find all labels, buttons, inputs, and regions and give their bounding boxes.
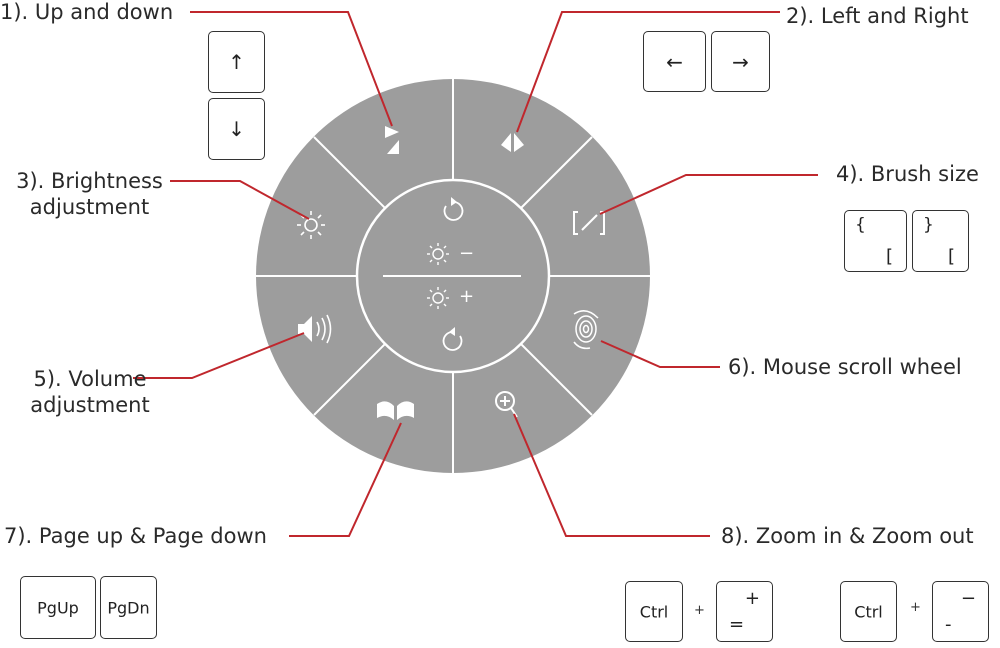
rotate-cw-icon[interactable] xyxy=(442,327,463,351)
brightness-increase-icon[interactable] xyxy=(427,287,449,309)
key-pgdn: PgDn xyxy=(100,576,157,639)
key-minus-bottom-glyph: - xyxy=(945,614,952,635)
key-equals-bottom-glyph: = xyxy=(729,614,745,635)
label-up-and-down: 1). Up and down xyxy=(0,0,174,24)
key-ctrl-zoom-out-label: Ctrl xyxy=(854,602,883,621)
zoom-icon[interactable] xyxy=(495,391,518,418)
key-equals-top-glyph: + xyxy=(744,588,760,609)
label-brush-size: 4). Brush size xyxy=(836,162,979,186)
label-zoom: 8). Zoom in & Zoom out xyxy=(721,524,974,548)
label-page-up-page-down: 7). Page up & Page down xyxy=(4,524,267,548)
brightness-icon[interactable] xyxy=(297,211,325,239)
label-volume: 5). Volume adjustment xyxy=(5,366,175,418)
left-arrow-icon: ← xyxy=(666,49,683,74)
brightness-decrease-icon[interactable] xyxy=(427,243,449,265)
key-ctrl-zoom-out: Ctrl xyxy=(840,581,897,642)
book-icon[interactable] xyxy=(377,401,414,420)
key-right-arrow: → xyxy=(711,31,770,92)
sector-dividers xyxy=(256,79,650,473)
key-bracket-open-glyph: [ xyxy=(885,246,893,267)
left-right-triangle-icon[interactable] xyxy=(501,133,524,152)
key-pgup-label: PgUp xyxy=(37,598,79,617)
key-minus-top-glyph: − xyxy=(960,588,976,609)
label-brightness: 3). Brightness adjustment xyxy=(7,168,172,220)
plus-sign-zoom-out: + xyxy=(910,600,921,615)
rotate-ccw-icon[interactable] xyxy=(443,197,464,221)
up-arrow-icon: ↑ xyxy=(228,50,245,74)
label-brightness-line1: 3). Brightness xyxy=(16,169,163,193)
connector-lines xyxy=(133,11,818,537)
label-volume-line1: 5). Volume xyxy=(33,367,147,391)
key-ctrl-zoom-in: Ctrl xyxy=(625,581,683,642)
key-equals: = + xyxy=(716,581,773,642)
key-brace-open-glyph: { xyxy=(855,215,866,235)
key-pgup: PgUp xyxy=(20,576,96,639)
key-minus: - − xyxy=(932,581,989,642)
key-bracket-close: } [ xyxy=(912,210,969,272)
inner-plus-sign: + xyxy=(459,286,475,307)
key-brace-close-glyph: } xyxy=(923,215,934,235)
plus-sign-zoom-in: + xyxy=(694,603,705,618)
label-mouse-scroll-wheel: 6). Mouse scroll wheel xyxy=(728,355,962,379)
label-left-and-right: 2). Left and Right xyxy=(786,4,969,28)
key-ctrl-zoom-in-label: Ctrl xyxy=(639,602,669,621)
key-left-arrow: ← xyxy=(643,31,706,92)
key-pgdn-label: PgDn xyxy=(107,598,150,617)
scroll-wheel-icon[interactable] xyxy=(573,310,599,350)
right-arrow-icon: → xyxy=(732,49,749,74)
key-bracket-close-glyph: [ xyxy=(947,246,955,267)
volume-icon[interactable] xyxy=(298,314,332,344)
down-arrow-icon: ↓ xyxy=(228,117,245,141)
up-down-triangle-icon[interactable] xyxy=(385,126,399,154)
key-bracket-open: { [ xyxy=(844,210,907,272)
inner-minus-sign: − xyxy=(459,243,475,264)
key-up-arrow: ↑ xyxy=(208,31,265,93)
label-volume-line2: adjustment xyxy=(30,393,150,417)
label-brightness-line2: adjustment xyxy=(29,195,150,219)
key-down-arrow: ↓ xyxy=(208,98,265,160)
